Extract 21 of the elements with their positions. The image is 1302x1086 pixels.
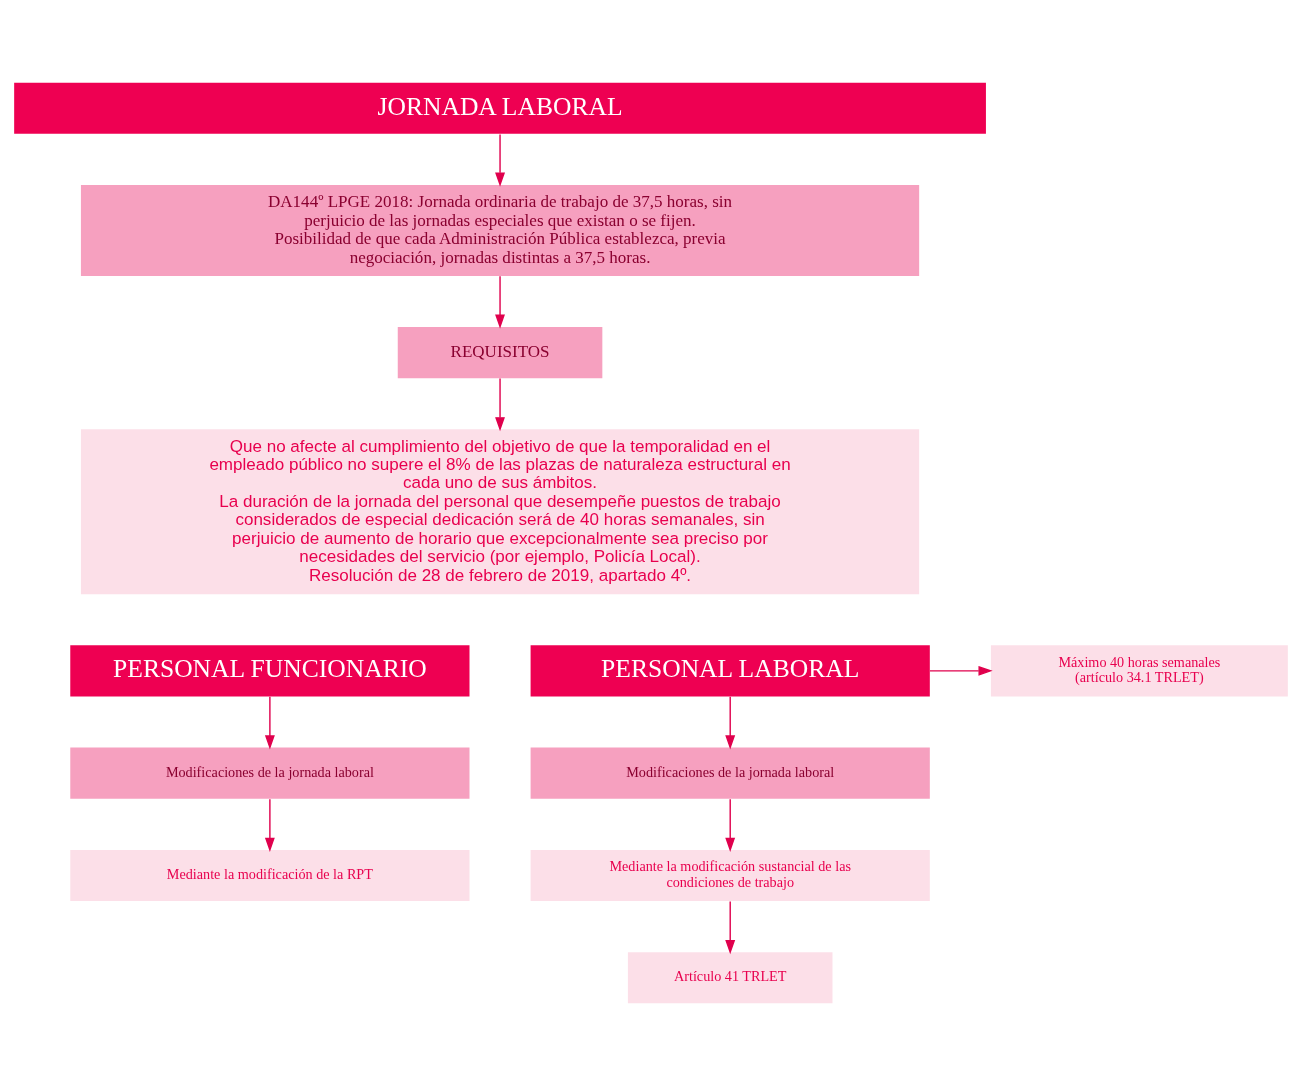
arrow (264, 696, 275, 750)
arrow (495, 275, 506, 329)
arrow (495, 133, 506, 187)
arrow (725, 696, 736, 750)
node-box: PERSONAL FUNCIONARIO (70, 645, 470, 697)
node-box: Modificaciones de la jornada laboral (70, 747, 470, 799)
node-box: Modificaciones de la jornada laboral (530, 747, 930, 799)
node-box: REQUISITOS (397, 327, 603, 379)
node-box: Mediante la modificación de la RPT (70, 849, 470, 901)
node-box: Artículo 41 TRLET (627, 952, 833, 1004)
arrow (264, 798, 275, 852)
node-box: Que no afecte al cumplimiento del objetivo de que la temporalidad en el empleado público no supere el 8% de las plazas de naturaleza estructural en cada uno de sus ámbitos. La duración de la jornada del personal que desempeñe puestos de trabajo considerados de especial dedicación será de 40 horas semanales, sin perjuicio de aumento de horario que excepcionalmente sea preciso por necesidades del servicio (por ejemplo, Policía Local). Resolución de 28 de febrero de 2019, apartado 4º. (80, 429, 920, 595)
node-box: DA144º LPGE 2018: Jornada ordinaria de trabajo de 37,5 horas, sin perjuicio de las jornadas especiales que existan o se fijen. Posibilidad de que cada Administración Pública establezca, previa negociación, jornadas distintas a 37,5 horas. (80, 185, 920, 276)
node-box: Máximo 40 horas semanales (artículo 34.1 TRLET) (990, 645, 1288, 697)
arrow (495, 377, 506, 432)
node-box: JORNADA LABORAL (14, 82, 986, 134)
arrow (929, 665, 993, 676)
node-box: PERSONAL LABORAL (530, 645, 930, 697)
arrow (725, 798, 736, 852)
node-box: Mediante la modificación sustancial de las condiciones de trabajo (530, 849, 930, 901)
arrow (725, 900, 736, 955)
